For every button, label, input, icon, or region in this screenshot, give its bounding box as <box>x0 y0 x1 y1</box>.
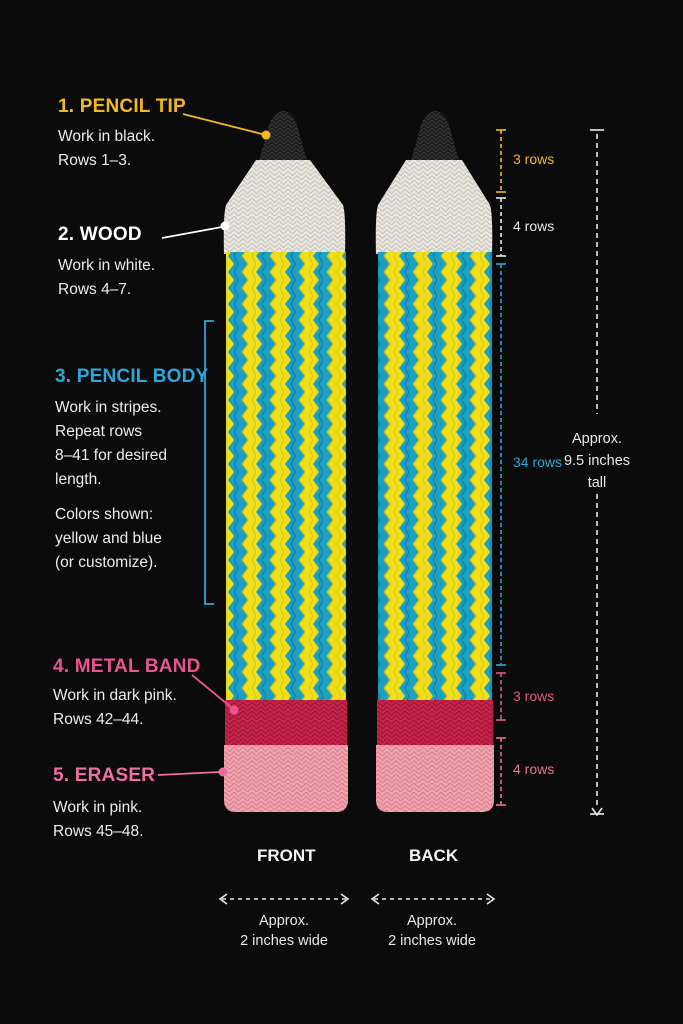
section-title-pencil-tip: 1. PENCIL TIP <box>58 96 186 117</box>
section-text-metal-band: Work in dark pink. Rows 42–44. <box>53 687 177 728</box>
section-title-wood: 2. WOOD <box>58 224 142 245</box>
dim-tip-rows: 3 rows <box>513 151 555 167</box>
section-text-wood: Work in white. Rows 4–7. <box>58 257 156 298</box>
front-tip <box>258 111 308 164</box>
dim-band-rows: 3 rows <box>513 688 555 704</box>
section-title-eraser: 5. ERASER <box>53 765 156 786</box>
width-label-back: Approx. 2 inches wide <box>388 913 476 949</box>
back-band <box>377 700 493 745</box>
section-text-eraser: Work in pink. Rows 45–48. <box>53 799 144 840</box>
back-tip <box>410 111 460 164</box>
row-brackets <box>496 129 604 817</box>
view-label-back: BACK <box>409 846 459 865</box>
front-band <box>225 700 347 745</box>
width-label-front: Approx. 2 inches wide <box>240 913 328 949</box>
back-eraser <box>376 745 494 812</box>
section-title-metal-band: 4. METAL BAND <box>53 656 201 677</box>
dim-body-rows: 34 rows <box>513 454 563 470</box>
back-wood <box>375 160 493 254</box>
front-wood <box>223 160 346 254</box>
leader-lines <box>157 113 271 777</box>
back-pencil <box>375 111 494 812</box>
dim-wood-rows: 4 rows <box>513 218 555 234</box>
section-title-pencil-body: 3. PENCIL BODY <box>55 366 209 387</box>
section-text-pencil-body: Work in stripes. Repeat rows 8–41 for de… <box>55 399 168 488</box>
width-arrows <box>218 893 496 905</box>
back-body <box>378 252 492 700</box>
height-label: Approx. 9.5 inches tall <box>563 431 631 491</box>
section-colors-pencil-body: Colors shown: yellow and blue (or custom… <box>55 506 162 571</box>
front-pencil <box>223 111 348 812</box>
front-body <box>226 252 346 700</box>
view-label-front: FRONT <box>257 846 316 865</box>
dim-eraser-rows: 4 rows <box>513 761 555 777</box>
section-text-pencil-tip: Work in black. Rows 1–3. <box>58 128 156 169</box>
front-eraser <box>224 745 348 812</box>
